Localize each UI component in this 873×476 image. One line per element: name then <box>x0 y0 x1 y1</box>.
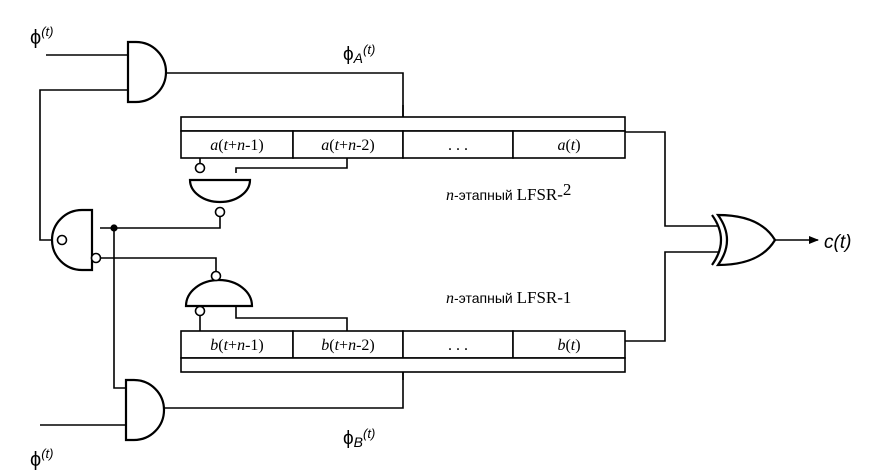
lfsr1-nand-input-bubble <box>194 305 206 317</box>
center-input-bubble-bottom <box>90 252 102 264</box>
and-gate-phi-a <box>126 40 168 104</box>
junction-dot <box>110 224 118 232</box>
lfsr2-cell-4-text: a(t) <box>557 137 580 154</box>
lfsr2-register <box>180 116 626 159</box>
phi-a-label: ϕA(t) <box>343 42 375 66</box>
phi-input-bottom-label: ϕ(t) <box>30 446 53 471</box>
lfsr1-cell-1-text: b(t+n-1) <box>210 337 263 354</box>
lfsr2-nand-input-bubble <box>194 162 206 174</box>
and-gate-phi-b <box>124 378 166 442</box>
lfsr1-cell-dots: . . . <box>448 337 468 354</box>
phi-b-label: ϕB(t) <box>343 426 375 450</box>
lfsr1-label: n-этапный LFSR-1 <box>446 288 571 307</box>
output-label: c(t) <box>824 232 851 253</box>
lfsr2-cell-1-text: a(t+n-1) <box>210 137 263 154</box>
lfsr1-cell-2-text: b(t+n-2) <box>321 337 374 354</box>
wires <box>39 54 718 426</box>
lfsr1-register <box>180 330 626 373</box>
lfsr1-feedback-nand <box>184 278 254 308</box>
phi-input-top-label: ϕ(t) <box>30 24 53 49</box>
center-nand-gate <box>50 208 94 272</box>
lfsr2-cell-2-text: a(t+n-2) <box>321 137 374 154</box>
xor-gate <box>711 213 777 267</box>
lfsr1-cell-4-text: b(t) <box>557 337 580 354</box>
lfsr2-nand-output-bubble <box>214 206 226 218</box>
lfsr2-cell-dots: . . . <box>448 137 468 154</box>
lfsr1-nand-output-bubble <box>210 270 222 282</box>
center-input-bubble-left <box>56 234 68 246</box>
lfsr2-label: n-этапный LFSR-2 <box>446 180 571 204</box>
lfsr2-feedback-nand <box>188 178 252 204</box>
